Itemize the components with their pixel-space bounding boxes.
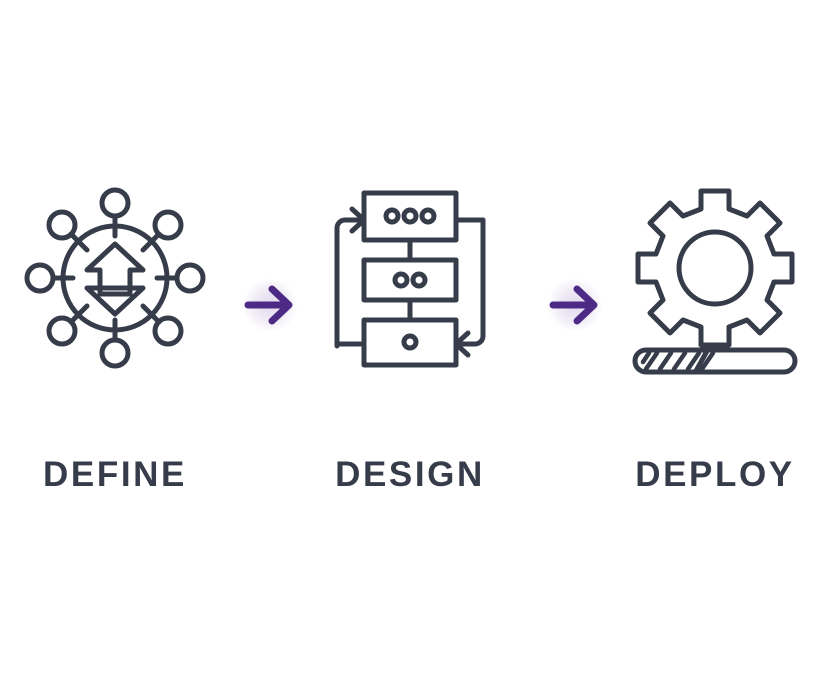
arrow-down-glyph (84, 285, 146, 316)
arrow-right-icon (244, 285, 293, 325)
workflow-loop-icon (305, 170, 515, 385)
workflow-box-3 (361, 317, 459, 367)
progress-bar (632, 347, 798, 374)
gear-progress-icon (610, 170, 820, 385)
arrow-right-icon (549, 285, 598, 325)
hub-center-circle (60, 223, 170, 332)
stage-deploy: DEPLOY (600, 170, 830, 510)
progress-fill-stripes (640, 350, 716, 371)
network-hub-upload-download-icon (10, 170, 220, 385)
workflow-box-1 (361, 190, 459, 242)
stage-label-design: DESIGN (335, 455, 485, 494)
gear-inner-circle (676, 229, 754, 306)
stage-design: DESIGN (295, 170, 525, 510)
stage-label-define: DEFINE (43, 455, 187, 494)
loop-arrow-left (334, 206, 367, 348)
hub-nodes (24, 187, 206, 368)
arrow-up-glyph (84, 241, 146, 290)
gear-outline (635, 188, 795, 347)
loop-arrow-right (453, 217, 486, 357)
loop-rails (334, 217, 486, 346)
stage-define: DEFINE (0, 170, 230, 510)
progress-fill-edge (693, 348, 710, 373)
stage-label-deploy: DEPLOY (635, 455, 795, 494)
workflow-box-2 (361, 257, 459, 302)
